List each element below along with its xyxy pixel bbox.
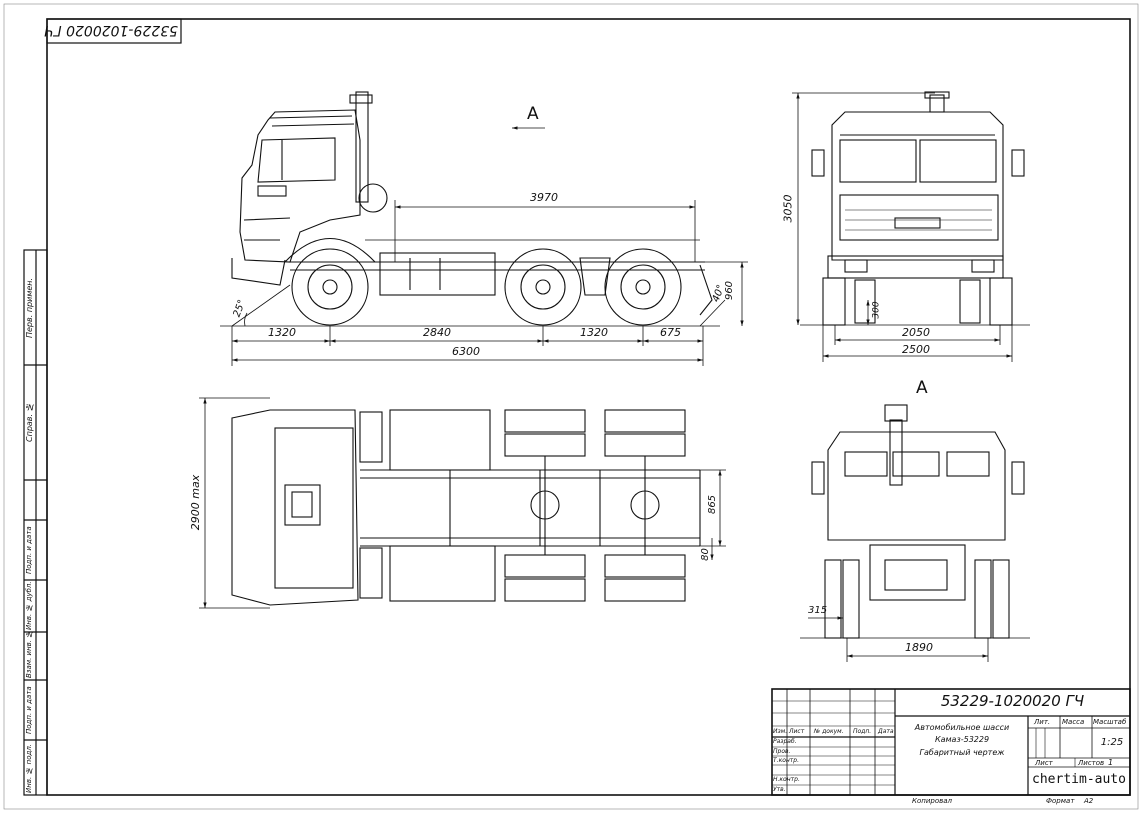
dim-frame-offset: 80 — [699, 548, 711, 561]
dim-tyre-width: 315 — [808, 605, 828, 616]
side-view — [220, 91, 720, 327]
scale-value: 1:25 — [1100, 737, 1124, 748]
role-nkontr: Н.контр. — [773, 776, 800, 783]
mass-label: Масса — [1062, 718, 1085, 726]
hdr-list: Лист — [789, 728, 805, 735]
dim-top-length: 3970 — [530, 191, 558, 204]
sheet-label: Лист — [1035, 759, 1053, 767]
margin-label-podp-data-1: Подп. и дата — [25, 526, 33, 574]
side-view-dimensions — [231, 126, 748, 366]
format-label: Формат — [1046, 797, 1075, 805]
format-value: A2 — [1084, 797, 1094, 805]
dim-wheelbase-2: 2840 — [423, 326, 451, 339]
role-prov: Пров. — [773, 748, 791, 755]
dim-overhang: 675 — [660, 326, 681, 339]
dim-clearance: 300 — [871, 301, 882, 319]
view-marker-rear: A — [916, 378, 928, 398]
sheets-label: Листов — [1078, 759, 1105, 767]
dim-wheelbase-3: 1320 — [580, 326, 608, 339]
left-margin-strip — [23, 249, 48, 796]
front-view-dimensions — [792, 92, 1013, 362]
dim-total-width: 2500 — [902, 343, 930, 356]
organization: chertim-auto — [1032, 772, 1126, 787]
dim-track-width: 2050 — [902, 326, 930, 339]
role-tkontr: Т.контр. — [773, 757, 800, 764]
title-product-line-3: Габаритный чертеж — [919, 748, 1005, 757]
view-marker-side: A — [527, 104, 539, 124]
scale-label: Масштаб — [1093, 718, 1127, 726]
title-product-line-1: Автомобильное шасси — [914, 723, 1010, 732]
copied-label: Копировал — [912, 797, 952, 805]
lit-label: Лит. — [1034, 718, 1051, 726]
hdr-data: Дата — [878, 728, 894, 735]
dim-plan-width: 2900 max — [189, 474, 203, 531]
title-block-grid — [771, 688, 1131, 796]
title-product-line-2: Камаз-53229 — [934, 735, 990, 744]
rear-view-dimensions — [808, 605, 989, 662]
role-razrab: Разраб. — [773, 738, 797, 745]
margin-label-inv-dubl: Инв. № дубл. — [25, 581, 33, 630]
sheets-value: 1 — [1108, 758, 1114, 767]
dim-fifth-wheel-height: 960 — [724, 280, 736, 301]
margin-label-sprav: Справ. № — [25, 402, 34, 442]
margin-label-vzam-inv: Взам. инв. № — [25, 629, 33, 678]
dim-frame-width: 865 — [707, 494, 719, 515]
title-designation: 53229-1020020 ГЧ — [940, 692, 1085, 710]
role-utv: Утв. — [773, 786, 786, 793]
margin-label-podp-data-2: Подп. и дата — [25, 686, 33, 734]
hdr-izm: Изм. — [773, 728, 788, 735]
margin-label-inv-podl: Инв. № подл. — [25, 743, 33, 793]
dim-total-length: 6300 — [452, 345, 480, 358]
hdr-podp: Подп. — [853, 728, 872, 735]
margin-label-perv-primen: Перв. примен. — [25, 277, 34, 339]
hdr-dokum: № докум. — [814, 728, 844, 735]
rear-view — [800, 404, 1030, 639]
dim-wheelbase-1: 1320 — [268, 326, 296, 339]
plan-view — [231, 409, 701, 606]
outer-frame — [3, 3, 1139, 810]
dim-rear-track: 1890 — [905, 641, 933, 654]
plan-view-dimensions — [199, 397, 726, 609]
dim-total-height: 3050 — [781, 194, 795, 223]
front-view — [800, 91, 1030, 326]
corner-stamp: 53229-1020020 ГЧ — [44, 22, 178, 38]
corner-stamp-box — [46, 18, 182, 44]
